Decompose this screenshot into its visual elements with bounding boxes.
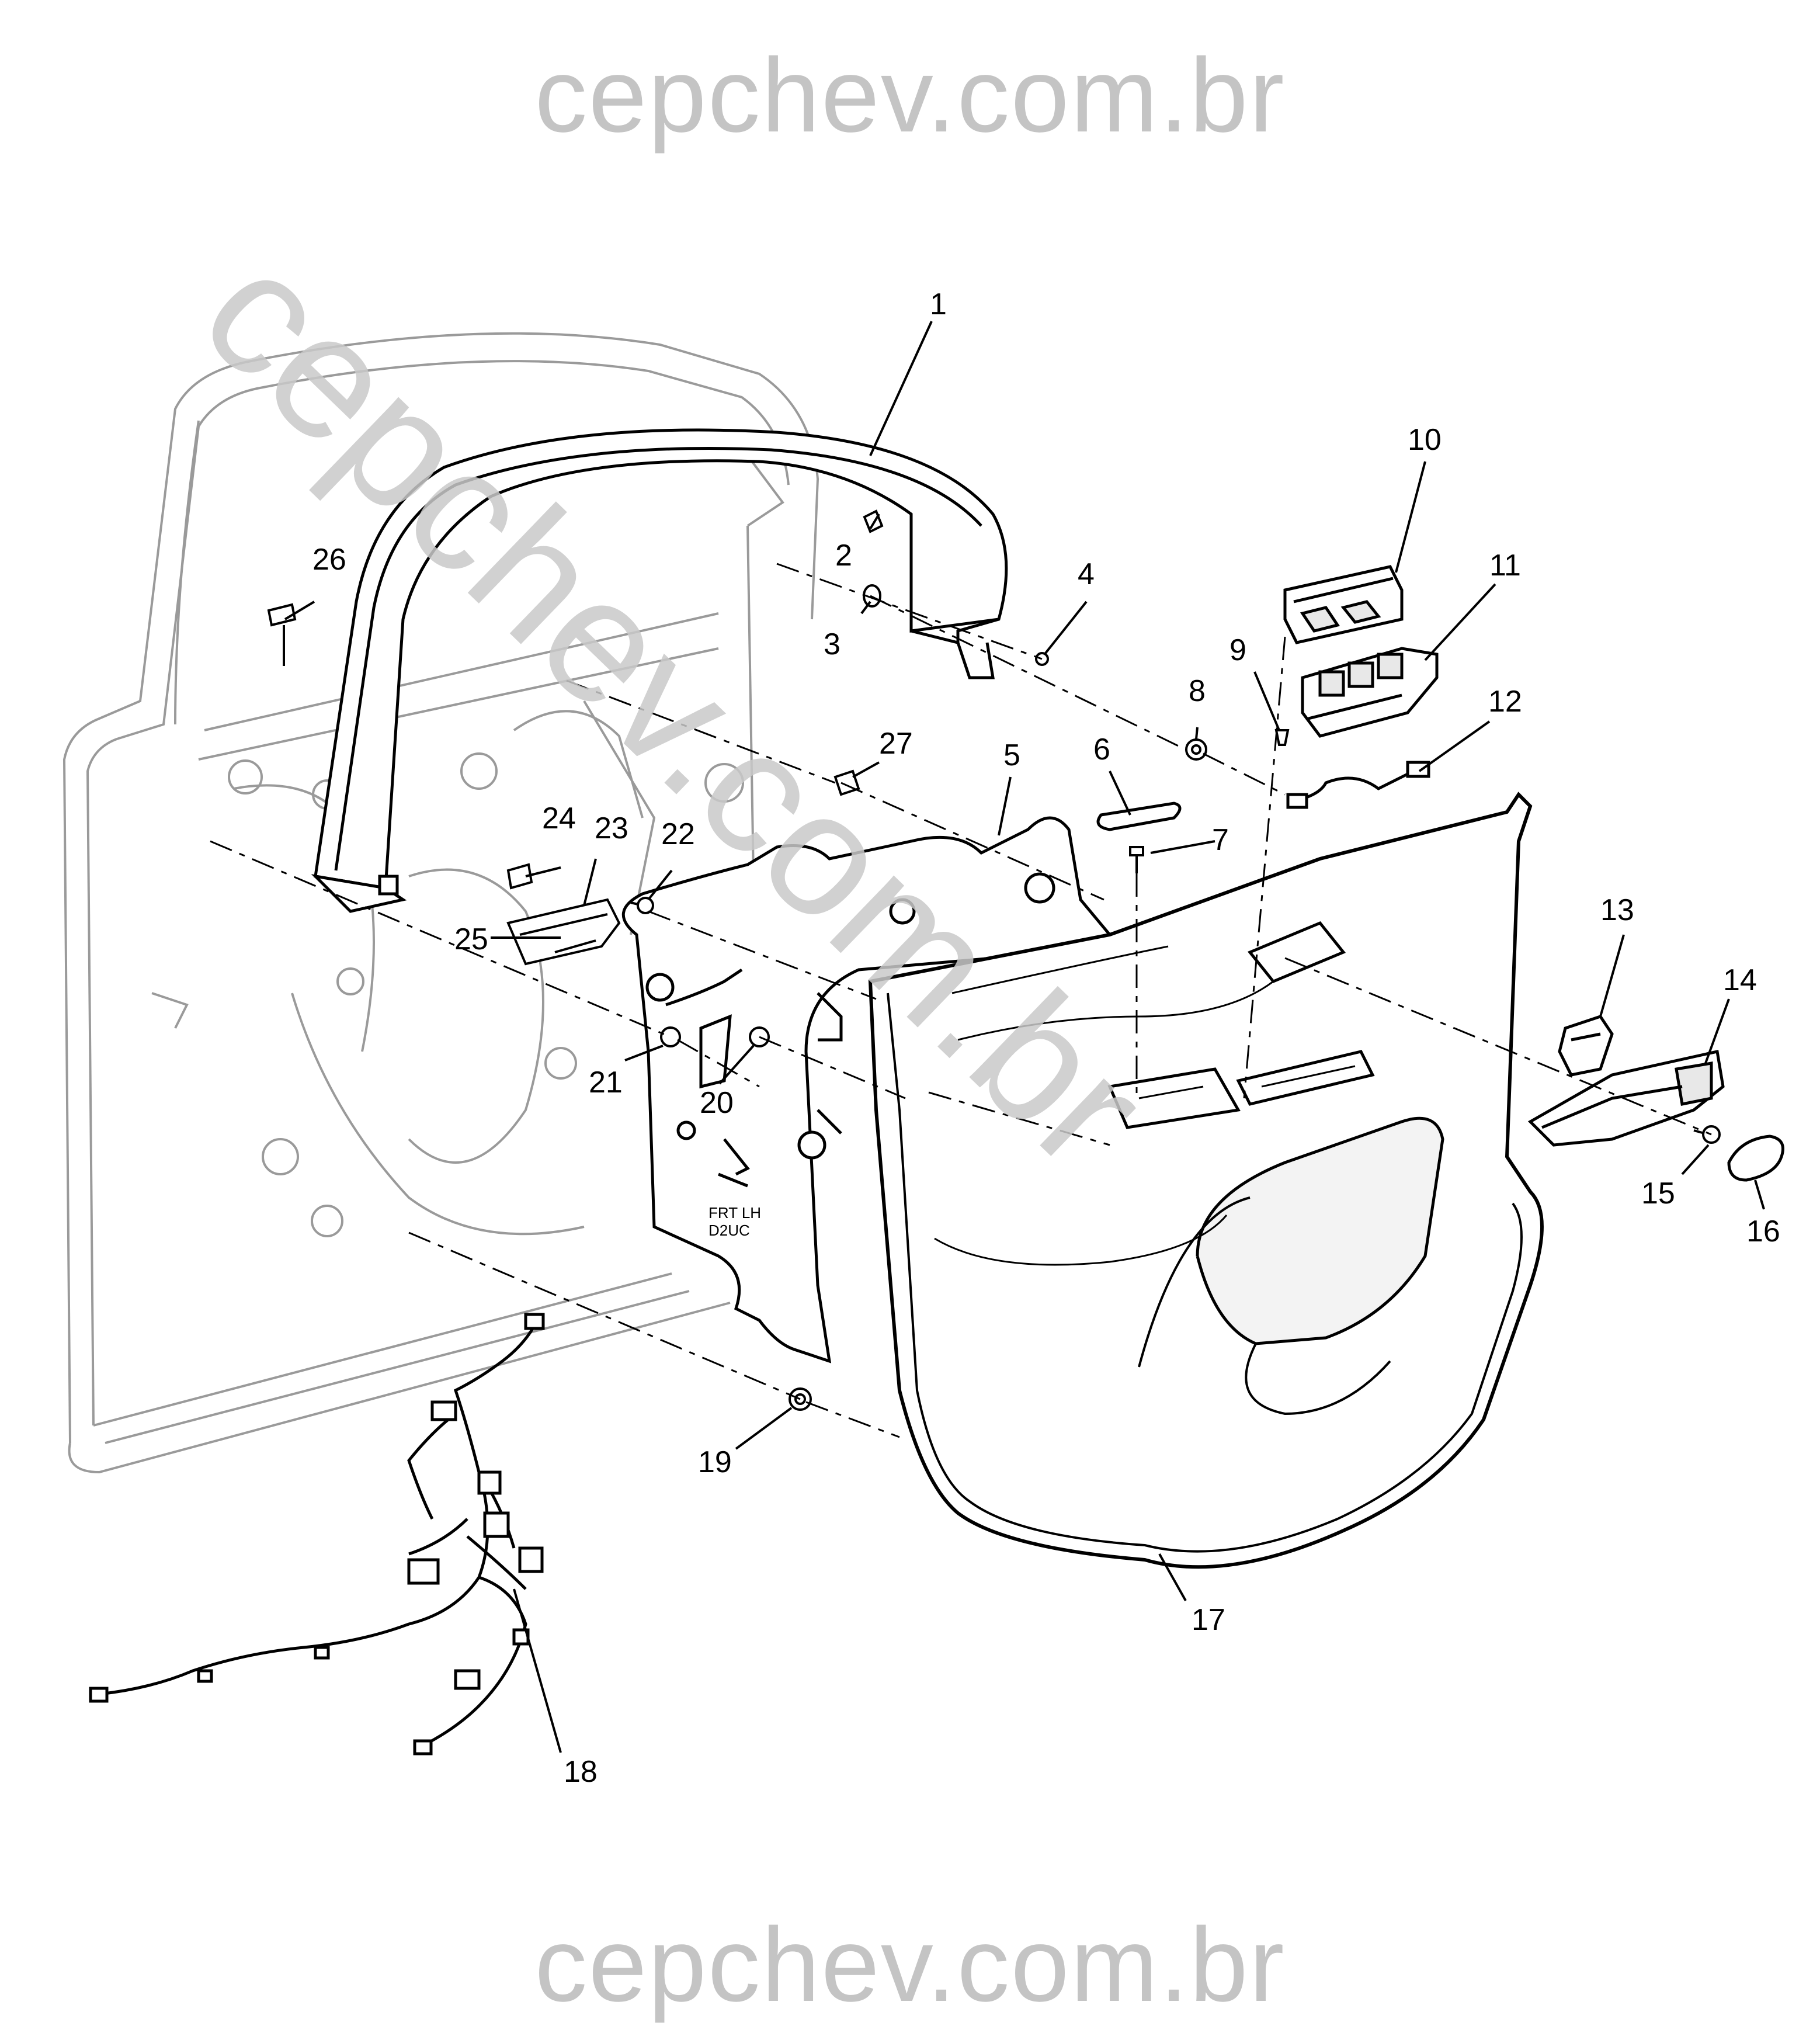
alignment-lines	[210, 563, 1712, 1438]
water-deflector-panel: FRT LH D2UC	[621, 816, 1113, 1364]
window-switch-bezel	[1283, 565, 1404, 644]
watermark-bottom: cepchev.com.br	[534, 1906, 1286, 2024]
callout-12: 12	[1488, 685, 1522, 719]
callout-6: 6	[1093, 733, 1110, 766]
door-wiring-harness	[89, 1313, 545, 1755]
callout-27: 27	[879, 727, 913, 761]
clip-19	[789, 1387, 812, 1411]
callout-3: 3	[824, 627, 840, 661]
armrest-bezel	[1527, 1049, 1725, 1147]
callout-11: 11	[1489, 549, 1521, 582]
window-switch	[1301, 647, 1439, 738]
watermark-top: cepchev.com.br	[534, 37, 1286, 154]
pull-cup-cover	[1096, 802, 1182, 831]
clip-26	[267, 603, 297, 627]
leader-lines	[283, 321, 1765, 1753]
callout-labels: 1 2 3 4 5 6 7 8 9 10 11 12 13 14 15 16 1…	[312, 287, 1780, 1789]
screw-9	[1274, 729, 1290, 746]
callout-22: 22	[661, 817, 695, 851]
bracket-23-25	[506, 898, 621, 966]
callout-15: 15	[1641, 1177, 1675, 1210]
callout-5: 5	[1003, 738, 1020, 772]
fastener-2	[863, 509, 884, 533]
callout-19: 19	[698, 1445, 732, 1479]
clip-24	[506, 863, 533, 890]
callout-8: 8	[1189, 674, 1206, 708]
door-trim-panel	[868, 792, 1544, 1569]
callout-2: 2	[835, 539, 852, 573]
callout-14: 14	[1723, 963, 1757, 997]
clip-21	[660, 1026, 681, 1047]
callout-1: 1	[930, 287, 947, 321]
callout-10: 10	[1408, 423, 1442, 457]
screw-22	[630, 897, 654, 914]
callout-4: 4	[1078, 557, 1095, 591]
callout-25: 25	[454, 922, 488, 956]
mirror-switch	[1558, 1015, 1614, 1077]
switch-harness	[1286, 761, 1430, 809]
callout-7: 7	[1212, 823, 1229, 857]
callout-23: 23	[595, 811, 628, 845]
callout-26: 26	[312, 543, 346, 577]
cap-16	[1727, 1135, 1784, 1182]
callout-16: 16	[1746, 1215, 1780, 1248]
panel-stamp-line2: D2UC	[708, 1222, 750, 1239]
callout-9: 9	[1229, 633, 1246, 667]
callout-17: 17	[1192, 1603, 1225, 1637]
callout-24: 24	[542, 802, 576, 835]
callout-21: 21	[589, 1066, 623, 1099]
callout-20: 20	[700, 1086, 734, 1120]
callout-13: 13	[1600, 893, 1634, 927]
clip-8	[1185, 738, 1207, 761]
panel-stamp-line1: FRT LH	[708, 1204, 761, 1222]
screw-7	[1129, 846, 1144, 873]
window-frame-molding	[311, 428, 1008, 913]
callout-18: 18	[564, 1755, 598, 1789]
